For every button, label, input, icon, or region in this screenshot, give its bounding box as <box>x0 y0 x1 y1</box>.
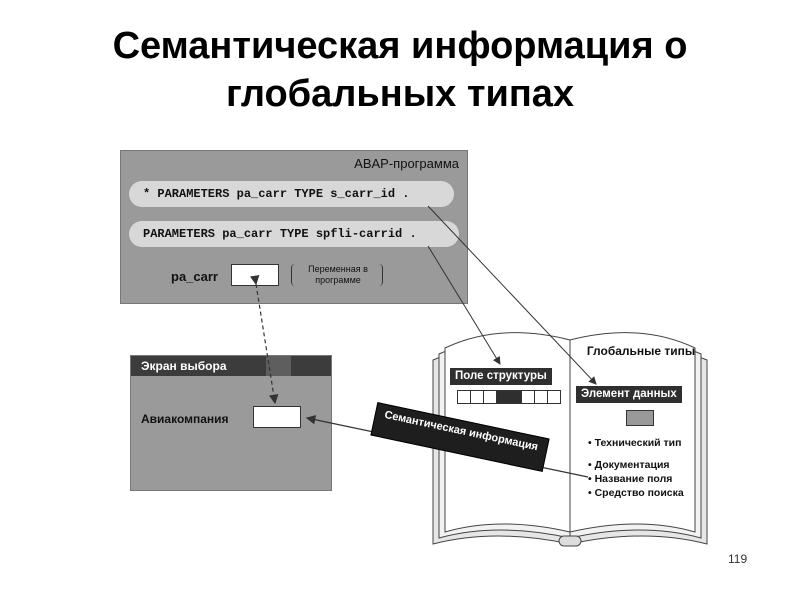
variable-note: Переменная в программе <box>308 264 368 285</box>
structure-cell <box>547 390 561 404</box>
property-item: • Документация <box>588 459 670 471</box>
structure-cell-selected <box>496 390 522 404</box>
property-item: • Технический тип <box>588 437 682 449</box>
variable-field <box>231 264 279 286</box>
global-types-title: Глобальные типы <box>586 344 696 358</box>
airline-field-label: Авиакомпания <box>141 412 229 426</box>
property-documentation: Документация <box>594 459 670 471</box>
structure-field-label: Поле структуры <box>450 368 552 385</box>
data-element-properties: • Технический тип • Документация • Назва… <box>588 436 684 500</box>
selection-screen-title: Экран выбора <box>141 359 227 373</box>
variable-note-bracket <box>291 264 383 286</box>
slide-title: Семантическая информация о глобальных ти… <box>112 25 688 115</box>
structure-field-cells <box>457 390 561 404</box>
page-number: 119 <box>728 552 748 566</box>
header-tab-notch <box>266 356 291 376</box>
structure-cell <box>521 390 535 404</box>
structure-cell <box>483 390 497 404</box>
selection-screen-panel: Экран выбора Авиакомпания <box>130 355 332 491</box>
abap-program-panel: ABAP-программа * PARAMETERS pa_carr TYPE… <box>120 150 468 304</box>
property-item: • Название поля <box>588 473 673 485</box>
data-element-swatch <box>626 410 654 426</box>
airline-input-field[interactable] <box>253 406 301 428</box>
property-search-help: Средство поиска <box>594 487 684 499</box>
structure-cell <box>457 390 471 404</box>
structure-cell <box>470 390 484 404</box>
selection-screen-header: Экран выбора <box>131 356 331 376</box>
property-item: • Средство поиска <box>588 487 684 499</box>
abap-program-label: ABAP-программа <box>354 156 459 171</box>
property-technical-type: Технический тип <box>594 437 682 449</box>
code-line-commented: * PARAMETERS pa_carr TYPE s_carr_id . <box>129 181 454 207</box>
property-field-name: Название поля <box>594 473 673 485</box>
data-element-label: Элемент данных <box>576 386 682 403</box>
structure-cell <box>534 390 548 404</box>
code-line-parameters: PARAMETERS pa_carr TYPE spfli-carrid . <box>129 221 459 247</box>
variable-name-label: pa_carr <box>171 269 218 284</box>
